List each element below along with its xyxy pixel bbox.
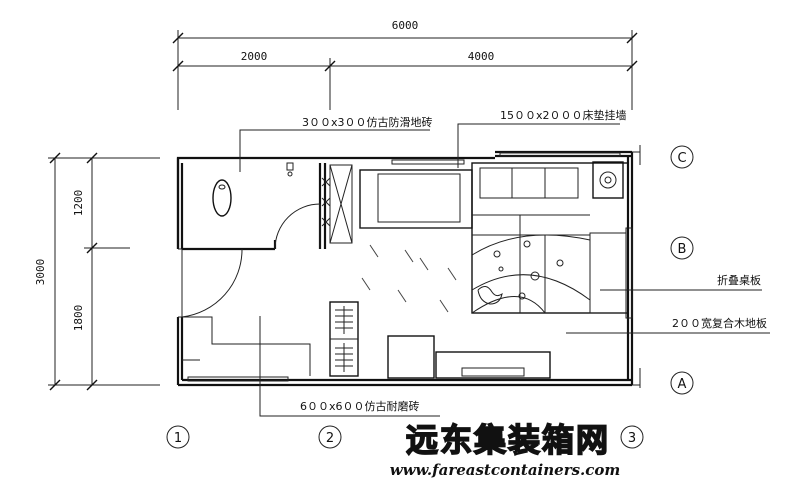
lower-furniture	[182, 301, 551, 379]
axis-1-label: 1	[174, 431, 182, 446]
toilet	[212, 179, 232, 217]
axis-a-label: A	[678, 377, 687, 392]
bed-area	[471, 162, 629, 314]
container-walls	[176, 145, 641, 388]
watermark-url: www.fareastcontainers.com	[390, 461, 621, 479]
dim-left-width: 2000	[241, 50, 268, 63]
label-floor-tile: 6００x6００仿古耐磨砖	[300, 399, 420, 413]
grid-axes: C B A 1 2 3	[166, 145, 694, 449]
axis-c-label: C	[677, 151, 686, 166]
axis-3-bubble	[620, 425, 644, 449]
axis-3-label: 3	[628, 431, 636, 446]
axis-2-bubble	[318, 425, 342, 449]
axis-2-label: 2	[326, 431, 334, 446]
refrigerator	[387, 335, 435, 379]
label-mattress-wall: 15００x2０００床垫挂墙	[500, 108, 627, 122]
dim-total-height: 3000	[34, 259, 47, 286]
label-wood-floor: 2００宽复合木地板	[672, 316, 767, 330]
dim-right-width: 4000	[468, 50, 495, 63]
label-folding-desk: 折叠桌板	[717, 273, 761, 287]
sofa	[359, 169, 473, 229]
label-bathroom-tile: 3００x3００仿古防滑地砖	[302, 115, 433, 129]
dim-upper-height: 1200	[72, 190, 85, 217]
leader-lines	[239, 123, 770, 417]
stove	[592, 161, 624, 199]
axis-c-bubble	[670, 145, 694, 169]
windows	[187, 152, 633, 382]
dim-total-width: 6000	[392, 19, 419, 32]
floor-drain	[286, 162, 294, 171]
axis-b-bubble	[670, 236, 694, 260]
bathroom	[182, 162, 331, 251]
axis-1-bubble	[166, 425, 190, 449]
axis-a-bubble	[670, 371, 694, 395]
entrance-door	[181, 248, 243, 318]
watermark: 远东集装箱网 www.fareastcontainers.com	[390, 420, 621, 479]
left-dimensions: 3000 1200 1800	[34, 152, 160, 391]
axis-b-label: B	[678, 242, 687, 257]
wardrobe	[329, 164, 353, 244]
watermark-chinese: 远东集装箱网	[406, 421, 610, 459]
cabinet	[435, 351, 551, 379]
top-dimensions: 6000 2000 4000	[172, 19, 638, 110]
dim-lower-height: 1800	[72, 305, 85, 332]
floor-glass-marks	[361, 244, 457, 313]
